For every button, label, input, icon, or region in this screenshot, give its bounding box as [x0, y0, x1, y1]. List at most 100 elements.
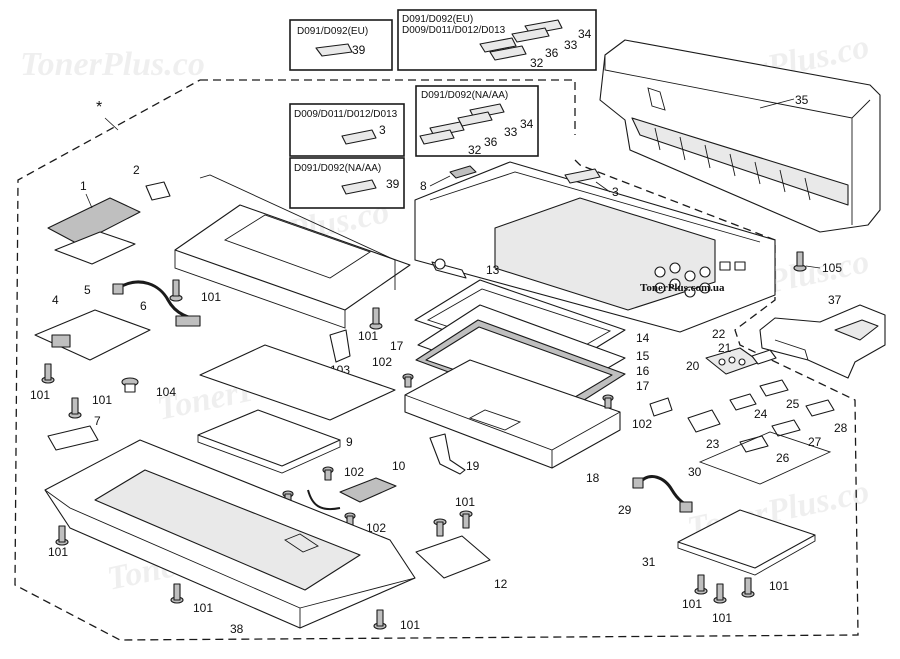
leader-105	[805, 265, 821, 269]
callout-8: 8	[420, 179, 427, 193]
box-part-number: 32	[468, 143, 482, 157]
screw-101	[713, 583, 727, 604]
keypad-sheet	[698, 431, 832, 485]
callout-35: 35	[795, 93, 809, 107]
callout-20: 20	[686, 359, 700, 373]
callout-101: 101	[400, 618, 420, 632]
callout-101: 101	[30, 388, 50, 402]
watermark-text: TonerPlus.co	[20, 46, 205, 83]
callout-17: 17	[636, 379, 650, 393]
part-5-6-harness	[112, 280, 201, 327]
callout-101: 101	[92, 393, 112, 407]
asterisk-marker: *	[96, 99, 102, 116]
box-part-number: 33	[564, 38, 578, 52]
part-10-board	[339, 477, 397, 503]
part-20-key	[649, 397, 673, 417]
screw-101	[694, 574, 708, 595]
callout-102: 102	[372, 355, 392, 369]
callout-38: 38	[230, 622, 244, 636]
part-1-board	[47, 197, 141, 245]
box-part-number: 34	[578, 27, 592, 41]
callout-101: 101	[48, 545, 68, 559]
key-part-icon	[479, 37, 517, 53]
box-subtitle: D009/D011/D012/D013	[402, 25, 506, 36]
part-11-cable	[307, 489, 341, 510]
insulation-sheet	[199, 344, 396, 421]
leader-1	[85, 193, 93, 209]
callout-37: 37	[828, 293, 842, 307]
screw-101	[433, 518, 447, 537]
variant-box-naaa-set: D091/D092(NA/AA) 34 33 36 32	[415, 85, 539, 157]
part-21-keypad	[705, 347, 761, 375]
callout-30: 30	[688, 465, 702, 479]
variant-box-d009-single: D009/D011/D012/D013 3	[289, 103, 405, 157]
part-26-key	[739, 435, 769, 453]
center-chassis-bracket	[174, 174, 411, 329]
part-103-clamp	[329, 329, 351, 363]
box-part-number: 33	[504, 125, 518, 139]
part-1-sheet	[54, 231, 136, 265]
callout-104: 104	[156, 385, 176, 399]
screw-101	[68, 397, 82, 419]
callout-102: 102	[632, 417, 652, 431]
callout-18: 18	[586, 471, 600, 485]
part-13-holder	[431, 258, 467, 279]
screw-101	[41, 363, 55, 384]
box-frame	[289, 157, 405, 209]
box-title: D091/D092(EU)	[402, 14, 473, 25]
box-part-number: 36	[484, 135, 498, 149]
callout-105: 105	[822, 261, 842, 275]
callout-102: 102	[344, 465, 364, 479]
callout-21: 21	[718, 341, 732, 355]
callout-9: 9	[346, 435, 353, 449]
screw-102	[402, 373, 414, 388]
box-part-number: 36	[545, 46, 559, 60]
asterisk-leader	[104, 117, 119, 131]
part-104-spring	[121, 377, 139, 393]
assembly-outline	[14, 79, 859, 641]
box-part-number: 3	[379, 123, 386, 137]
screw-102	[344, 512, 356, 527]
part-7-bracket	[47, 425, 99, 451]
callout-19: 19	[466, 459, 480, 473]
part-18-lcd-unit	[404, 359, 621, 469]
variant-box-naaa-single: D091/D092(NA/AA) 39	[289, 157, 405, 209]
callout-31: 31	[642, 555, 656, 569]
callout-16: 16	[636, 364, 650, 378]
box-title: D091/D092(NA/AA)	[294, 163, 381, 174]
operation-panel-frame	[414, 161, 776, 333]
key-part-icon	[511, 27, 550, 43]
variant-box-eu-single: D091/D092(EU) 39	[289, 19, 393, 71]
key-part-icon	[419, 129, 455, 145]
cover-part-icon	[341, 129, 377, 145]
callout-23: 23	[706, 437, 720, 451]
screw-101	[169, 279, 183, 302]
screw-101	[55, 525, 69, 546]
part-22-key	[751, 349, 777, 365]
callout-101: 101	[712, 611, 732, 625]
callout-101: 101	[455, 495, 475, 509]
callout-3: 3	[612, 185, 619, 199]
box-frame	[397, 9, 597, 71]
part-19-ribbon-cable	[429, 433, 466, 475]
callout-15: 15	[636, 349, 650, 363]
callout-10: 10	[392, 459, 406, 473]
variant-box-eu-set: D091/D092(EU) D009/D011/D012/D013 34 33 …	[397, 9, 597, 71]
part-35-top-cover	[599, 39, 881, 233]
part-2-clip	[145, 181, 171, 201]
box-part-number: 39	[386, 177, 400, 191]
box-title: D009/D011/D012/D013	[294, 109, 398, 120]
box-part-number: 34	[520, 117, 534, 131]
screw-101	[741, 577, 755, 598]
leader-3	[595, 181, 611, 193]
callout-29: 29	[618, 503, 632, 517]
part-3-cover	[564, 168, 601, 184]
screw-101	[373, 609, 387, 630]
callout-101: 101	[201, 290, 221, 304]
screw-101	[170, 583, 184, 604]
callout-5: 5	[84, 283, 91, 297]
part-24-key	[729, 393, 757, 411]
screw-102	[602, 394, 614, 409]
callout-102: 102	[366, 521, 386, 535]
